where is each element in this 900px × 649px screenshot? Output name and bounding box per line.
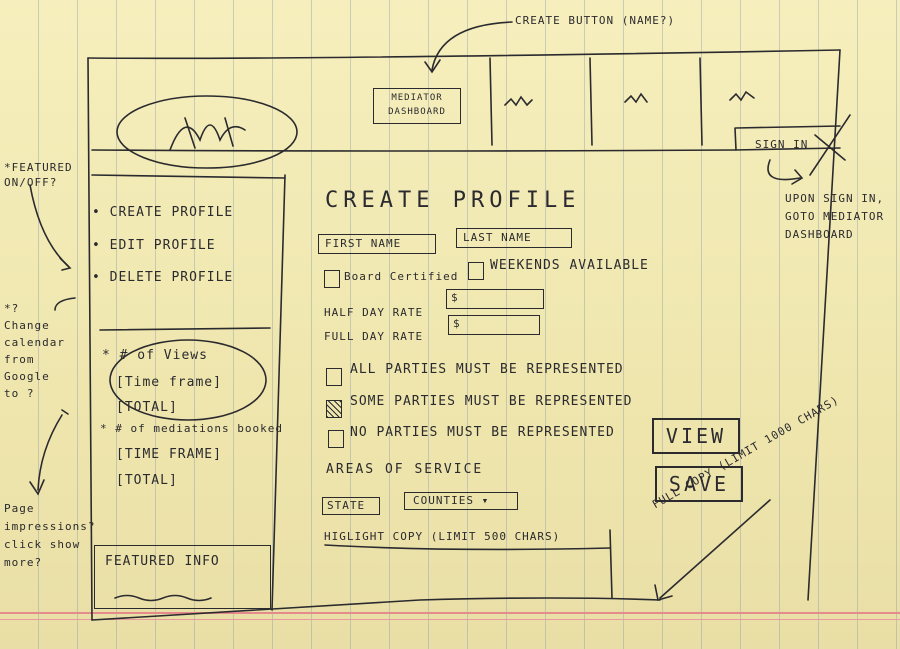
some-parties-checkbox[interactable] — [326, 400, 342, 418]
mediations-stat-title: * # of mediations booked — [100, 422, 283, 435]
board-certified-label: Board Certified — [344, 270, 459, 283]
mediator-dashboard-button[interactable]: MEDIATOR DASHBOARD — [373, 88, 461, 124]
no-parties-label: NO PARTIES MUST BE REPRESENTED — [350, 425, 615, 440]
sidebar-item-create-profile[interactable]: • CREATE PROFILE — [92, 205, 234, 220]
half-day-rate-input[interactable]: $ — [446, 289, 544, 309]
featured-info-label: FEATURED INFO — [105, 554, 220, 569]
half-day-rate-label: HALF DAY RATE — [324, 306, 424, 319]
page-impressions-note: Page impressions? click show more? — [4, 502, 96, 569]
highlight-copy-field-label[interactable]: HIGLIGHT COPY (LIMIT 500 CHARS) — [324, 530, 561, 543]
board-certified-checkbox[interactable] — [324, 270, 340, 288]
views-stat-title: * # of Views — [102, 348, 208, 363]
all-parties-checkbox[interactable] — [326, 368, 342, 386]
counties-select-value: COUNTIES ▾ — [413, 494, 490, 507]
state-select[interactable]: STATE — [322, 497, 380, 515]
weekends-label: WEEKENDS AVAILABLE — [490, 258, 649, 273]
calendar-note: *? Change calendar from Google to ? — [4, 302, 65, 400]
sidebar-item-edit-profile[interactable]: • EDIT PROFILE — [92, 238, 216, 253]
last-name-field[interactable]: LAST NAME — [456, 228, 572, 248]
sign-in-redirect-note: UPON SIGN IN, GOTO MEDIATOR DASHBOARD — [785, 192, 885, 241]
first-name-field[interactable]: FIRST NAME — [318, 234, 436, 254]
margin-line-2 — [0, 619, 900, 620]
first-name-placeholder: FIRST NAME — [325, 237, 402, 250]
save-button[interactable]: SAVE — [655, 466, 743, 502]
currency-symbol: $ — [451, 291, 459, 304]
views-time-frame: [Time frame] — [116, 375, 222, 390]
sign-in-link[interactable]: SIGN IN — [755, 138, 809, 151]
full-day-rate-input[interactable]: $ — [448, 315, 540, 335]
all-parties-label: ALL PARTIES MUST BE REPRESENTED — [350, 362, 624, 377]
featured-info-box[interactable]: FEATURED INFO — [94, 545, 271, 609]
create-button-note: CREATE BUTTON (NAME?) — [515, 14, 676, 27]
view-button[interactable]: VIEW — [652, 418, 740, 454]
featured-toggle-note: *FEATURED ON/OFF? — [4, 161, 73, 189]
mediations-total: [TOTAL] — [116, 473, 178, 488]
sidebar-item-delete-profile[interactable]: • DELETE PROFILE — [92, 270, 234, 285]
views-total: [TOTAL] — [116, 400, 178, 415]
state-select-value: STATE — [327, 499, 366, 512]
some-parties-label: SOME PARTIES MUST BE REPRESENTED — [350, 394, 633, 409]
full-day-rate-label: FULL DAY RATE — [324, 330, 424, 343]
page-title: CREATE PROFILE — [325, 188, 581, 213]
currency-symbol: $ — [453, 317, 461, 330]
no-parties-checkbox[interactable] — [328, 430, 344, 448]
counties-select[interactable]: COUNTIES ▾ — [404, 492, 518, 510]
areas-of-service-title: AREAS OF SERVICE — [326, 462, 484, 477]
last-name-placeholder: LAST NAME — [463, 231, 532, 244]
weekends-checkbox[interactable] — [468, 262, 484, 280]
margin-line — [0, 612, 900, 614]
mediations-time-frame: [TIME FRAME] — [116, 447, 222, 462]
